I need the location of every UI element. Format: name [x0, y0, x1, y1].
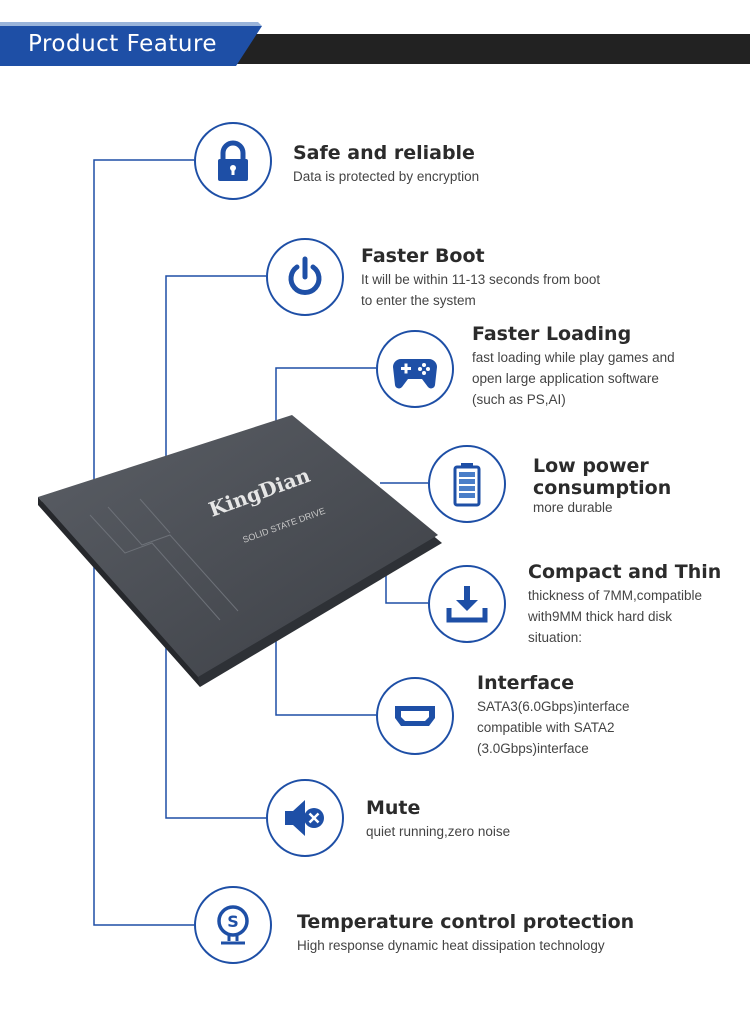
- feature-title: Mute: [366, 797, 421, 819]
- feature-desc-line: thickness of 7MM,compatible: [528, 588, 703, 603]
- feature-desc-line: situation:: [528, 630, 583, 645]
- feature-title: Temperature control protection: [297, 911, 635, 933]
- feature-loading: Faster Loading fast loading while play g…: [472, 323, 675, 410]
- lock-icon: [194, 122, 272, 200]
- feature-desc-line: It will be within 11-13 seconds from boo…: [361, 272, 601, 287]
- feature-title-line: consumption: [533, 477, 672, 499]
- battery-icon: [428, 445, 506, 523]
- power-icon: [266, 238, 344, 316]
- feature-desc: Data is protected by encryption: [293, 169, 480, 184]
- gamepad-icon: [376, 330, 454, 408]
- download-tray-icon: [428, 565, 506, 643]
- feature-mute: Mute quiet running,zero noise: [366, 797, 510, 842]
- svg-text:S: S: [227, 912, 239, 931]
- feature-desc-line: open large application software: [472, 371, 659, 386]
- feature-safe: Safe and reliable Data is protected by e…: [293, 142, 479, 187]
- feature-boot: Faster Boot It will be within 11-13 seco…: [361, 245, 600, 311]
- thermostat-icon: S: [194, 886, 272, 964]
- feature-desc-line: compatible with SATA2: [477, 720, 615, 735]
- mute-speaker-icon: [266, 779, 344, 857]
- feature-desc-line: (such as PS,AI): [472, 392, 566, 407]
- feature-title: Faster Boot: [361, 245, 485, 267]
- feature-title: Interface: [477, 672, 575, 694]
- feature-desc: quiet running,zero noise: [366, 824, 511, 839]
- feature-desc: High response dynamic heat dissipation t…: [297, 938, 605, 953]
- feature-desc-line: fast loading while play games and: [472, 350, 675, 365]
- ssd-drive-image: KingDian SOLID STATE DRIVE: [38, 415, 442, 687]
- hdmi-port-icon: [376, 677, 454, 755]
- header-banner: [0, 22, 750, 66]
- feature-desc-line: (3.0Gbps)interface: [477, 741, 589, 756]
- feature-desc-line: with9MM thick hard disk: [528, 609, 673, 624]
- feature-temperature: Temperature control protection High resp…: [297, 911, 634, 956]
- page-title: Product Feature: [28, 31, 218, 57]
- feature-title: Compact and Thin: [528, 561, 722, 583]
- feature-desc-line: to enter the system: [361, 293, 476, 308]
- feature-desc-line: SATA3(6.0Gbps)interface: [477, 699, 630, 714]
- feature-title-line: Low power: [533, 455, 649, 477]
- feature-compact: Compact and Thin thickness of 7MM,compat…: [528, 561, 721, 648]
- feature-desc: more durable: [533, 500, 613, 515]
- feature-interface: Interface SATA3(6.0Gbps)interface compati…: [477, 672, 630, 759]
- feature-title: Safe and reliable: [293, 142, 475, 164]
- feature-title: Faster Loading: [472, 323, 632, 345]
